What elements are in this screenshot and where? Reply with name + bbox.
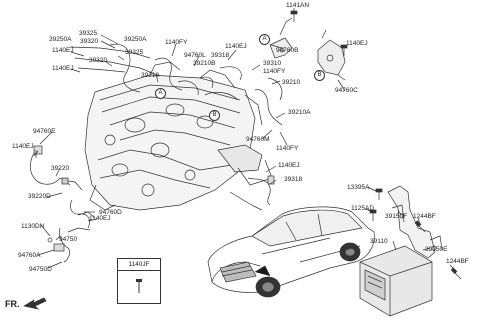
label-39110: 39110 (370, 238, 388, 245)
label-fr: FR. (5, 299, 20, 309)
label-39325: 39325 (79, 30, 98, 37)
harness-wire-39325 (69, 46, 151, 59)
callout-a-2: A (155, 88, 166, 99)
ecu-bracket-39150 (387, 185, 436, 259)
label-39310: 39310 (263, 60, 282, 67)
legend-box-title: 1140JF (118, 259, 160, 271)
harness-wire-39318 (247, 177, 271, 206)
label-1244BF-b: 1244BF (446, 258, 469, 265)
bolt-1244BF-b (450, 267, 462, 280)
engine-block (84, 61, 273, 211)
harness-wire-39210A (254, 89, 283, 126)
label-39150F: 39150F (385, 213, 408, 220)
label-39210-b: 39210 (282, 79, 301, 86)
label-1140EJ-f: 1140EJ (278, 162, 300, 169)
label-39318-b: 39318 (284, 176, 303, 183)
label-1141AN: 1141AN (286, 2, 310, 9)
bolt-13395A (375, 188, 383, 200)
label-39150E: 39150E (425, 246, 448, 253)
label-39320-b: 39320 (89, 57, 108, 64)
label-39325-b: 39325 (125, 49, 144, 56)
ecu-module-39110 (359, 245, 433, 317)
label-94750: 94750 (59, 236, 78, 243)
label-94760D: 94760D (99, 209, 122, 216)
label-94760B: 94760B (276, 47, 299, 54)
vehicle-silhouette (207, 206, 375, 298)
label-1125AD: 1125AD (351, 205, 375, 212)
label-39210: 39210 (141, 72, 160, 79)
label-1140FY-c: 1140FY (276, 145, 299, 152)
label-1140EJ: 1140EJ (52, 47, 74, 54)
label-39250A: 39250A (49, 36, 72, 43)
label-39320: 39320 (80, 38, 99, 45)
label-94760E: 94760E (33, 128, 56, 135)
label-39250A-b: 39250A (124, 36, 147, 43)
callout-b: B (314, 70, 325, 81)
label-39220D: 39220D (28, 193, 51, 200)
label-1140FY: 1140FY (165, 39, 188, 46)
sensor-39220D (70, 199, 90, 229)
label-1244BF: 1244BF (413, 213, 436, 220)
label-94760A: 94760A (18, 252, 41, 259)
label-39318: 39318 (211, 52, 230, 59)
label-1140EJ-g: 1140EJ (89, 215, 111, 222)
label-39210A: 39210A (288, 109, 311, 116)
label-1140EJ-c: 1140EJ (225, 43, 247, 50)
label-94760L: 94760L (184, 52, 206, 59)
label-1140EJ-d: 1140EJ (346, 40, 368, 47)
label-1140FY-b: 1140FY (263, 68, 286, 75)
label-94760C: 94760C (335, 87, 358, 94)
label-13395A: 13395A (347, 184, 370, 191)
label-1130DN: 1130DN (21, 223, 45, 230)
callout-a: A (259, 34, 270, 45)
callout-b-2: B (209, 110, 220, 121)
bolt-1140EJ (340, 44, 348, 56)
fr-arrow-icon (23, 297, 47, 310)
bolt-1125AD (369, 209, 377, 221)
label-39210B: 39210B (193, 60, 216, 67)
label-1140EJ-e: 1140EJ (12, 143, 34, 150)
bolt-1244BF-a (414, 220, 426, 233)
knock-sensor-94750 (59, 227, 70, 263)
legend-box-1140JF: 1140JF (117, 258, 161, 304)
screw-icon (136, 279, 142, 293)
label-39220: 39220 (51, 165, 70, 172)
label-94750D: 94750D (29, 266, 52, 273)
label-94760M: 94760M (246, 136, 270, 143)
bracket-94760C (317, 39, 346, 76)
label-1140EJ-b: 1140EJ (52, 65, 74, 72)
